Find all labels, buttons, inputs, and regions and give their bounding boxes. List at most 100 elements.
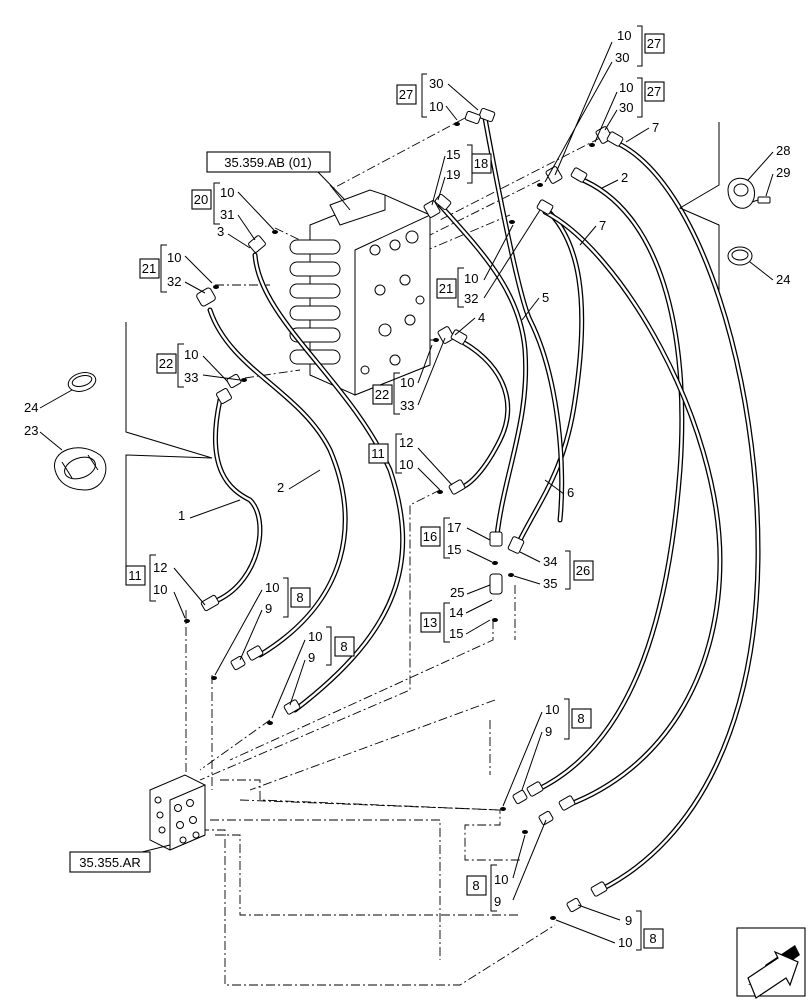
svg-text:35.359.AB (01): 35.359.AB (01) <box>224 155 311 170</box>
svg-text:12: 12 <box>399 435 413 450</box>
svg-text:10: 10 <box>494 872 508 887</box>
callout-c27b: 10 30 27 <box>544 25 665 183</box>
svg-text:23: 23 <box>24 423 38 438</box>
callout-c22b: 22 10 33 4 <box>372 310 485 415</box>
callout-c8b: 10 9 8 <box>271 626 355 719</box>
svg-text:10: 10 <box>184 347 198 362</box>
callout-c26: 34 35 26 <box>513 550 594 591</box>
clamp-parts <box>54 177 771 491</box>
svg-text:27: 27 <box>647 84 661 99</box>
svg-text:7: 7 <box>652 120 659 135</box>
svg-text:31: 31 <box>220 207 234 222</box>
callout-c8c: 10 9 8 <box>502 698 592 807</box>
reference-manifold[interactable]: 35.355.AR <box>69 851 151 873</box>
callout-c21a: 21 10 32 <box>139 244 213 294</box>
svg-text:8: 8 <box>340 639 347 654</box>
callout-c27c: 10 30 27 <box>594 77 665 143</box>
svg-text:32: 32 <box>167 274 181 289</box>
svg-text:33: 33 <box>184 370 198 385</box>
svg-text:18: 18 <box>474 156 488 171</box>
svg-text:2: 2 <box>277 480 284 495</box>
svg-text:8: 8 <box>577 711 584 726</box>
svg-text:10: 10 <box>619 80 633 95</box>
svg-text:5: 5 <box>542 290 549 305</box>
svg-text:22: 22 <box>375 387 389 402</box>
svg-text:19: 19 <box>446 167 460 182</box>
svg-text:21: 21 <box>439 281 453 296</box>
svg-text:35: 35 <box>543 576 557 591</box>
svg-text:10: 10 <box>618 935 632 950</box>
svg-text:10: 10 <box>429 99 443 114</box>
svg-text:33: 33 <box>400 398 414 413</box>
callout-c8d: 8 10 9 <box>466 819 547 912</box>
callout-c21b: 21 10 32 <box>436 209 541 308</box>
svg-text:10: 10 <box>220 185 234 200</box>
svg-text:34: 34 <box>543 554 557 569</box>
svg-text:9: 9 <box>545 724 552 739</box>
routing-lines <box>185 117 601 986</box>
svg-text:30: 30 <box>619 100 633 115</box>
svg-text:22: 22 <box>159 356 173 371</box>
group-brackets <box>125 122 720 568</box>
svg-text:11: 11 <box>371 446 385 461</box>
svg-text:10: 10 <box>308 629 322 644</box>
callout-c11a: 11 12 10 <box>368 433 453 491</box>
label-25: 25 <box>450 584 491 600</box>
manifold-block <box>109 774 206 861</box>
svg-text:9: 9 <box>265 601 272 616</box>
svg-text:10: 10 <box>399 457 413 472</box>
svg-text:35.355.AR: 35.355.AR <box>79 855 140 870</box>
callout-c20: 20 10 31 3 <box>191 182 275 249</box>
svg-text:30: 30 <box>429 76 443 91</box>
svg-text:16: 16 <box>423 529 437 544</box>
svg-text:21: 21 <box>142 261 156 276</box>
svg-text:11: 11 <box>128 568 142 583</box>
single-labels: 1 2 2 5 6 7 7 23 24 24 28 29 <box>24 120 790 523</box>
callout-c27a: 27 30 10 <box>396 73 479 121</box>
callout-c22a: 22 10 33 <box>156 343 241 388</box>
svg-text:27: 27 <box>647 36 661 51</box>
svg-text:29: 29 <box>776 165 790 180</box>
svg-text:7: 7 <box>599 218 606 233</box>
svg-text:27: 27 <box>399 87 413 102</box>
svg-text:20: 20 <box>194 192 208 207</box>
navigation-arrow-icon[interactable] <box>736 927 806 999</box>
callout-c16: 16 17 15 <box>420 517 493 563</box>
svg-text:10: 10 <box>464 271 478 286</box>
svg-text:24: 24 <box>776 272 790 287</box>
svg-text:9: 9 <box>494 894 501 909</box>
svg-text:13: 13 <box>423 615 437 630</box>
svg-text:8: 8 <box>472 878 479 893</box>
svg-text:26: 26 <box>576 563 590 578</box>
svg-text:10: 10 <box>167 250 181 265</box>
callout-c11b: 11 12 10 <box>125 554 206 619</box>
svg-text:4: 4 <box>478 310 485 325</box>
svg-text:10: 10 <box>400 375 414 390</box>
svg-text:25: 25 <box>450 585 464 600</box>
svg-text:8: 8 <box>296 590 303 605</box>
svg-text:32: 32 <box>464 291 478 306</box>
control-valve-block <box>289 184 431 396</box>
svg-text:15: 15 <box>446 147 460 162</box>
svg-text:9: 9 <box>625 913 632 928</box>
svg-text:10: 10 <box>153 582 167 597</box>
svg-text:15: 15 <box>447 542 461 557</box>
svg-text:8: 8 <box>649 931 656 946</box>
svg-text:1: 1 <box>178 508 185 523</box>
callout-c8e: 9 10 8 <box>555 904 664 951</box>
o-rings <box>184 122 595 920</box>
svg-text:10: 10 <box>265 580 279 595</box>
svg-text:10: 10 <box>617 28 631 43</box>
svg-text:15: 15 <box>449 626 463 641</box>
svg-text:12: 12 <box>153 560 167 575</box>
svg-text:9: 9 <box>308 650 315 665</box>
reference-control-valve[interactable]: 35.359.AB (01) <box>206 151 346 201</box>
fittings <box>196 107 624 913</box>
svg-text:14: 14 <box>449 605 463 620</box>
callout-c13: 13 14 15 <box>420 599 493 643</box>
callout-c8a: 10 9 8 <box>214 577 311 676</box>
svg-text:30: 30 <box>615 50 629 65</box>
svg-text:24: 24 <box>24 400 38 415</box>
svg-text:3: 3 <box>217 224 224 239</box>
